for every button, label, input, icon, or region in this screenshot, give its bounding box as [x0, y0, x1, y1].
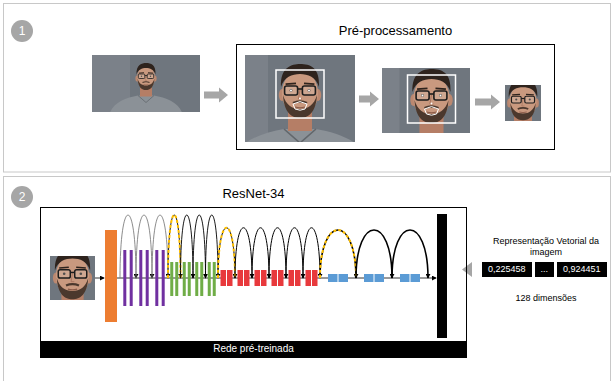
skip-connection — [120, 215, 136, 278]
circle-shape — [11, 20, 33, 42]
conv-layer — [328, 274, 348, 282]
face-landmark-point — [290, 89, 292, 91]
downsample-skip — [168, 215, 181, 278]
conv-layer — [175, 262, 178, 296]
skip-connection — [356, 230, 392, 278]
conv-layer — [400, 274, 420, 282]
face-photo — [382, 68, 470, 133]
face-photo — [505, 85, 541, 121]
face-landmark-point — [308, 89, 310, 91]
face-detection-box — [408, 75, 456, 123]
label-holder: 128 dimensões — [484, 293, 608, 304]
band-label: Rede pré-treinada — [41, 341, 466, 357]
face-landmark-point — [422, 94, 424, 96]
pretrained-band: Rede pré-treinada — [41, 341, 466, 357]
flow-arrow — [359, 92, 379, 107]
conv-layer — [155, 250, 158, 306]
downsample-skip — [320, 230, 356, 278]
step-number: 1 — [11, 20, 33, 42]
conv-divider — [243, 270, 244, 286]
conv-layer — [130, 250, 133, 306]
panel-title: Pré-processamento — [237, 23, 554, 39]
face-landmarks — [293, 102, 307, 111]
skip-connection — [392, 230, 428, 278]
vector-value: ... — [535, 262, 555, 277]
conv-layer — [306, 270, 318, 286]
panel-title: ResNet-34 — [41, 186, 466, 202]
conv-divider — [260, 270, 261, 286]
conv-divider — [294, 270, 295, 286]
conv-layer — [162, 250, 165, 306]
annotation-label: Representação Vetorial da imagem — [484, 236, 608, 258]
skip-connection — [168, 215, 181, 278]
input-conv-layer — [105, 230, 117, 322]
face-photo — [92, 55, 200, 112]
flow-arrow — [204, 88, 228, 103]
skip-connection — [181, 215, 194, 278]
skip-connection — [193, 215, 206, 278]
conv-layer — [183, 262, 186, 296]
conv-layer — [170, 262, 173, 296]
face-landmarks — [425, 107, 439, 116]
label-holder: Representação Vetorial da imagem — [484, 236, 608, 258]
step-number-text: 2 — [19, 190, 26, 204]
conv-layer — [146, 250, 149, 306]
step-number-text: 1 — [19, 24, 26, 38]
face-landmark-point — [299, 98, 301, 100]
conv-layer — [272, 270, 284, 286]
vector-value: 0,924451 — [557, 262, 607, 277]
flow-arrow-connector — [470, 266, 471, 273]
conv-layer — [188, 262, 191, 296]
preprocessing-frame: Pré-processamento — [236, 44, 555, 150]
face-photo — [245, 55, 355, 142]
conv-divider — [410, 274, 411, 282]
conv-layer — [238, 270, 250, 286]
conv-divider — [374, 274, 375, 282]
face-landmark-point — [431, 103, 433, 105]
face-photo-image — [92, 55, 200, 112]
conv-layer — [213, 262, 216, 296]
skip-connection — [152, 215, 168, 278]
conv-divider — [226, 270, 227, 286]
conv-layer — [255, 270, 267, 286]
output-layer — [437, 214, 447, 338]
vector-value: 0,225458 — [482, 262, 532, 277]
vector-cells: 0,225458...0,924451 — [482, 262, 607, 277]
conv-layer — [200, 262, 203, 296]
face-photo-image — [50, 256, 95, 300]
annotation-label: 128 dimensões — [484, 293, 608, 304]
data-flow-line — [95, 278, 104, 279]
face-photo-image — [382, 68, 470, 133]
face-photo-image — [505, 85, 541, 121]
conv-divider — [311, 270, 312, 286]
conv-layer — [364, 274, 384, 282]
face-photo-image — [245, 55, 355, 142]
face-photo — [50, 256, 95, 300]
conv-divider — [338, 274, 339, 282]
circle-shape — [11, 186, 33, 208]
conv-divider — [277, 270, 278, 286]
step-number: 2 — [11, 186, 33, 208]
face-landmark-point — [440, 94, 442, 96]
skip-connection — [206, 215, 219, 278]
panel-frame — [4, 4, 611, 173]
conv-layer — [208, 262, 211, 296]
network-frame: Rede pré-treinadaResNet-34 — [40, 207, 467, 358]
conv-layer — [123, 250, 126, 306]
conv-layer — [289, 270, 301, 286]
flow-arrow — [475, 95, 500, 110]
face-detection-box — [276, 70, 324, 118]
skip-connection — [136, 215, 152, 278]
conv-layer — [195, 262, 198, 296]
skip-connection — [320, 230, 356, 278]
conv-layer — [139, 250, 142, 306]
conv-layer — [221, 270, 233, 286]
